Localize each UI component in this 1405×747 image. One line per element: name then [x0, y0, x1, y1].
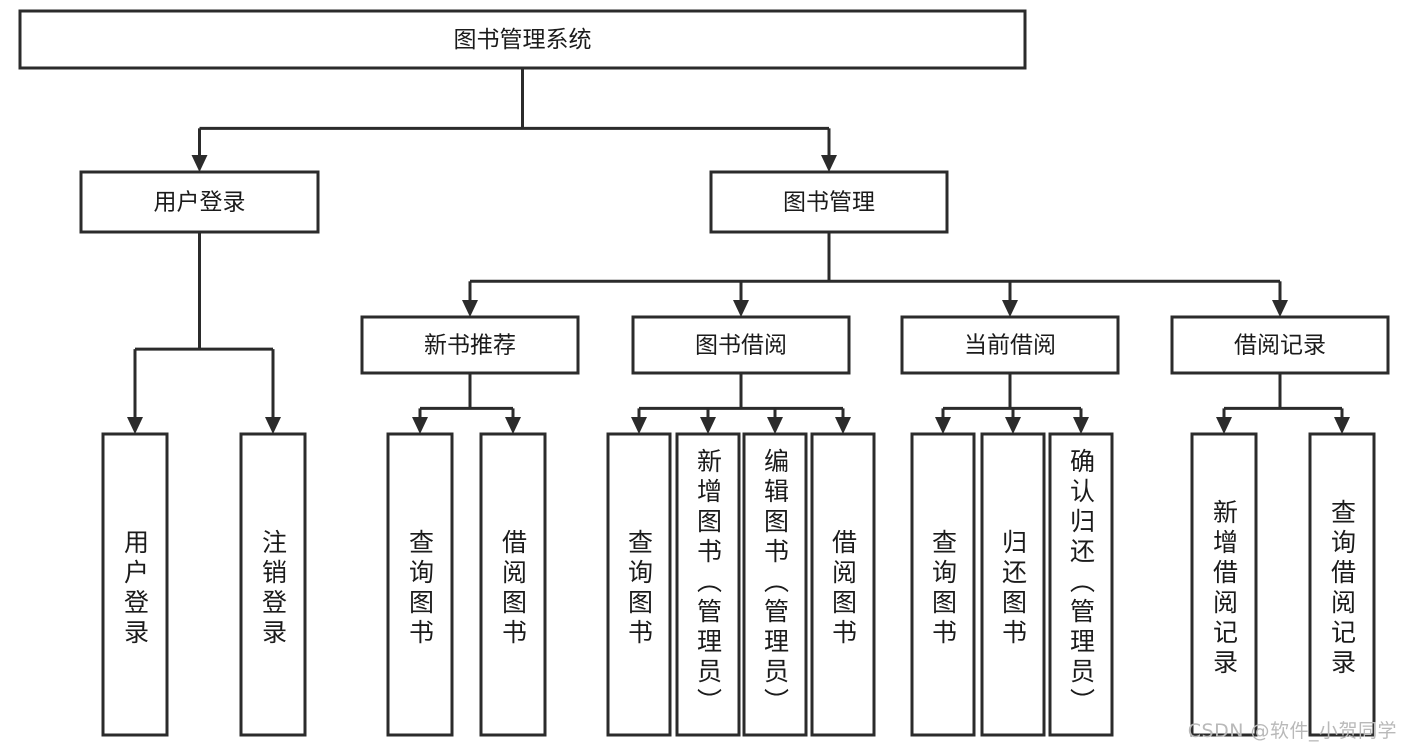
arrow-head-icon	[767, 417, 783, 434]
arrow-head-icon	[1005, 417, 1021, 434]
arrow-head-icon	[265, 417, 281, 434]
node-box-leaf-edit-book[interactable]	[742, 432, 808, 737]
arrow-head-icon	[462, 300, 478, 317]
watermark-text: CSDN @软件_小贺同学	[1187, 720, 1397, 742]
node-label-new-book-recommend: 新书推荐	[424, 333, 516, 359]
node-box-current-borrow	[900, 315, 1120, 375]
node-box-leaf-query-record[interactable]	[1308, 432, 1376, 737]
node-user-login[interactable]: 用户登录	[79, 170, 320, 234]
arrow-head-icon	[505, 417, 521, 434]
node-box-leaf-logout[interactable]	[239, 432, 307, 737]
node-label-current-borrow: 当前借阅	[964, 333, 1056, 359]
node-label-book-manage: 图书管理	[783, 190, 875, 216]
arrow-head-icon	[700, 417, 716, 434]
arrow-head-icon	[1272, 300, 1288, 317]
arrow-head-icon	[1334, 417, 1350, 434]
node-box-leaf-add-book[interactable]	[675, 432, 741, 737]
node-box-leaf-query-book-3[interactable]	[910, 432, 976, 737]
connector-layer	[127, 68, 1350, 434]
node-label-borrow-record: 借阅记录	[1234, 333, 1326, 359]
node-book-manage[interactable]: 图书管理	[709, 170, 949, 234]
node-box-root	[18, 9, 1027, 70]
arrow-head-icon	[835, 417, 851, 434]
node-new-book-recommend[interactable]: 新书推荐	[360, 315, 580, 375]
node-box-leaf-return-book[interactable]	[980, 432, 1046, 737]
node-borrow-record[interactable]: 借阅记录	[1170, 315, 1390, 375]
node-label-root: 图书管理系统	[454, 27, 592, 53]
node-label-book-borrow: 图书借阅	[695, 333, 787, 359]
node-label-user-login: 用户登录	[154, 190, 246, 216]
node-box-leaf-query-book-2[interactable]	[606, 432, 672, 737]
node-box-leaf-user-login[interactable]	[101, 432, 169, 737]
node-current-borrow[interactable]: 当前借阅	[900, 315, 1120, 375]
arrow-head-icon	[127, 417, 143, 434]
arrow-head-icon	[631, 417, 647, 434]
arrow-head-icon	[412, 417, 428, 434]
node-root[interactable]: 图书管理系统	[18, 9, 1027, 70]
node-box-user-login	[79, 170, 320, 234]
arrow-head-icon	[1073, 417, 1089, 434]
node-box-leaf-borrow-book-1[interactable]	[479, 432, 547, 737]
node-box-leaf-query-book-1[interactable]	[386, 432, 454, 737]
node-box-book-borrow	[631, 315, 851, 375]
node-box-book-manage	[709, 170, 949, 234]
arrow-head-icon	[733, 300, 749, 317]
arrow-head-icon	[821, 155, 837, 172]
node-box-borrow-record	[1170, 315, 1390, 375]
node-box-leaf-confirm-return[interactable]	[1048, 432, 1114, 737]
arrow-head-icon	[1002, 300, 1018, 317]
arrow-head-icon	[1216, 417, 1232, 434]
node-box-leaf-borrow-book-2[interactable]	[810, 432, 876, 737]
node-box-new-book-recommend	[360, 315, 580, 375]
node-book-borrow[interactable]: 图书借阅	[631, 315, 851, 375]
node-box-leaf-add-record[interactable]	[1190, 432, 1258, 737]
arrow-head-icon	[191, 155, 208, 172]
arrow-head-icon	[935, 417, 951, 434]
